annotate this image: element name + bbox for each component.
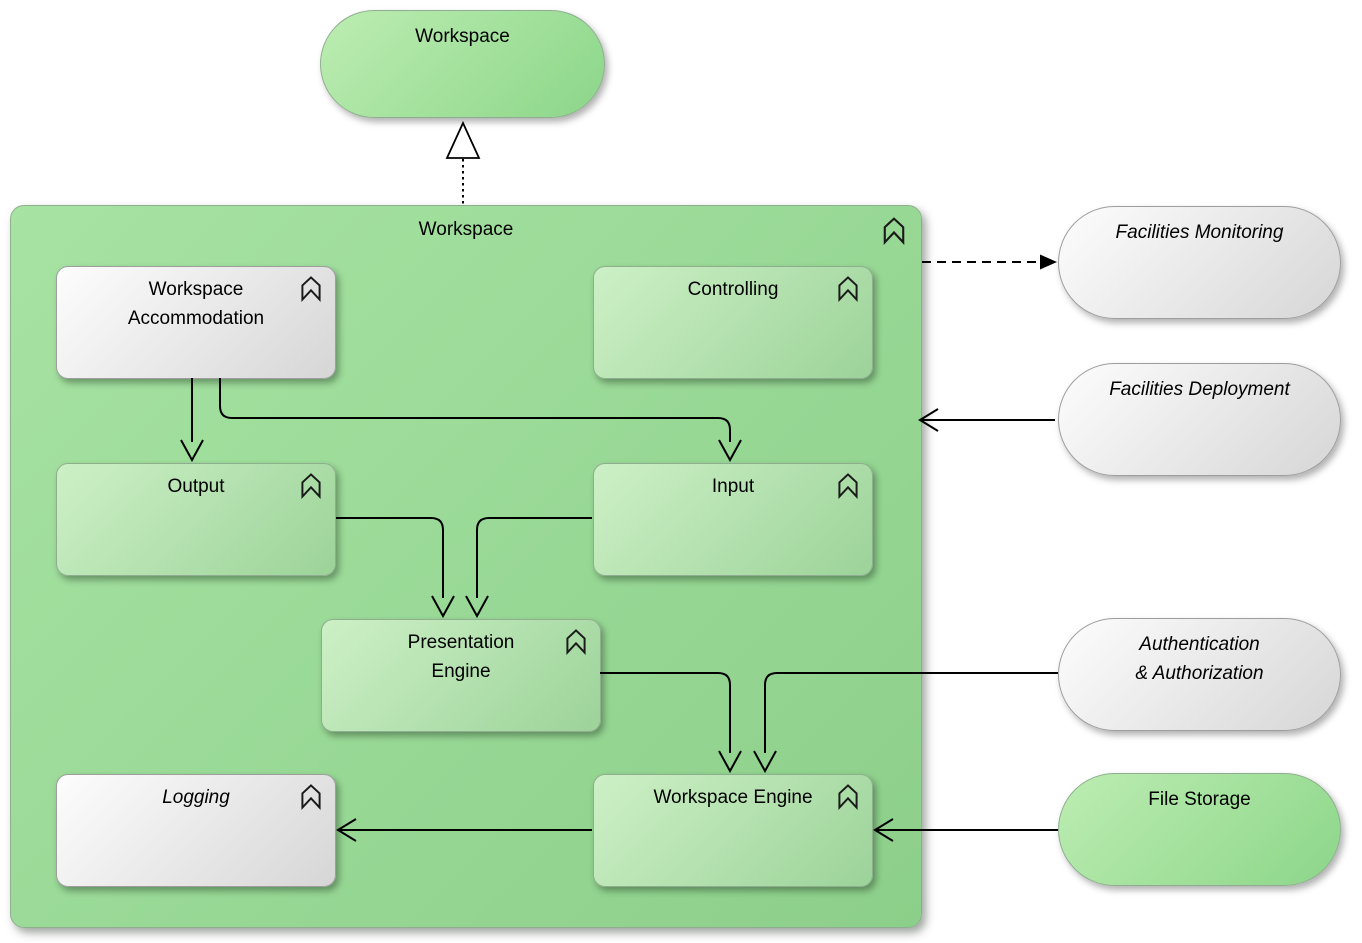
node-label: Output — [167, 476, 225, 497]
node-label: Facilities Monitoring — [1115, 222, 1284, 243]
node-label: Logging — [162, 787, 230, 808]
node-label: Authentication & Authorization — [1135, 634, 1264, 684]
edge-facilities-deployment-to-container — [918, 408, 1055, 432]
function-chevron-icon — [301, 473, 321, 499]
edge-container-to-facilities-monitoring — [922, 254, 1057, 270]
node-label: Presentation Engine — [407, 632, 515, 682]
function-chevron-icon — [301, 784, 321, 810]
node-label: Facilities Deployment — [1109, 379, 1290, 400]
node-file-storage[interactable]: File Storage — [1058, 773, 1341, 886]
node-input[interactable]: Input — [593, 463, 873, 576]
function-chevron-icon — [838, 276, 858, 302]
node-label: Workspace — [415, 26, 510, 47]
node-label: Input — [711, 476, 755, 497]
node-label: Controlling — [687, 279, 779, 300]
node-workspace-accommodation[interactable]: Workspace Accommodation — [56, 266, 336, 379]
node-label: Workspace — [418, 219, 514, 240]
node-controlling[interactable]: Controlling — [593, 266, 873, 379]
node-output[interactable]: Output — [56, 463, 336, 576]
function-chevron-icon — [301, 276, 321, 302]
function-chevron-icon — [838, 784, 858, 810]
node-authentication-authorization[interactable]: Authentication & Authorization — [1058, 618, 1341, 731]
node-workspace-service[interactable]: Workspace — [320, 10, 605, 118]
node-facilities-monitoring[interactable]: Facilities Monitoring — [1058, 206, 1341, 319]
node-label: Workspace Engine — [653, 787, 813, 808]
node-label: File Storage — [1148, 789, 1251, 810]
function-chevron-icon — [883, 217, 905, 245]
node-logging[interactable]: Logging — [56, 774, 336, 887]
node-label: Workspace Accommodation — [127, 279, 265, 329]
node-workspace-container[interactable]: Workspace Workspace Accommodation Contro… — [10, 205, 922, 928]
node-facilities-deployment[interactable]: Facilities Deployment — [1058, 363, 1341, 476]
function-chevron-icon — [566, 629, 586, 655]
node-presentation-engine[interactable]: Presentation Engine — [321, 619, 601, 732]
node-workspace-engine[interactable]: Workspace Engine — [593, 774, 873, 887]
edge-container-realizes-workspace-service — [445, 120, 481, 204]
function-chevron-icon — [838, 473, 858, 499]
